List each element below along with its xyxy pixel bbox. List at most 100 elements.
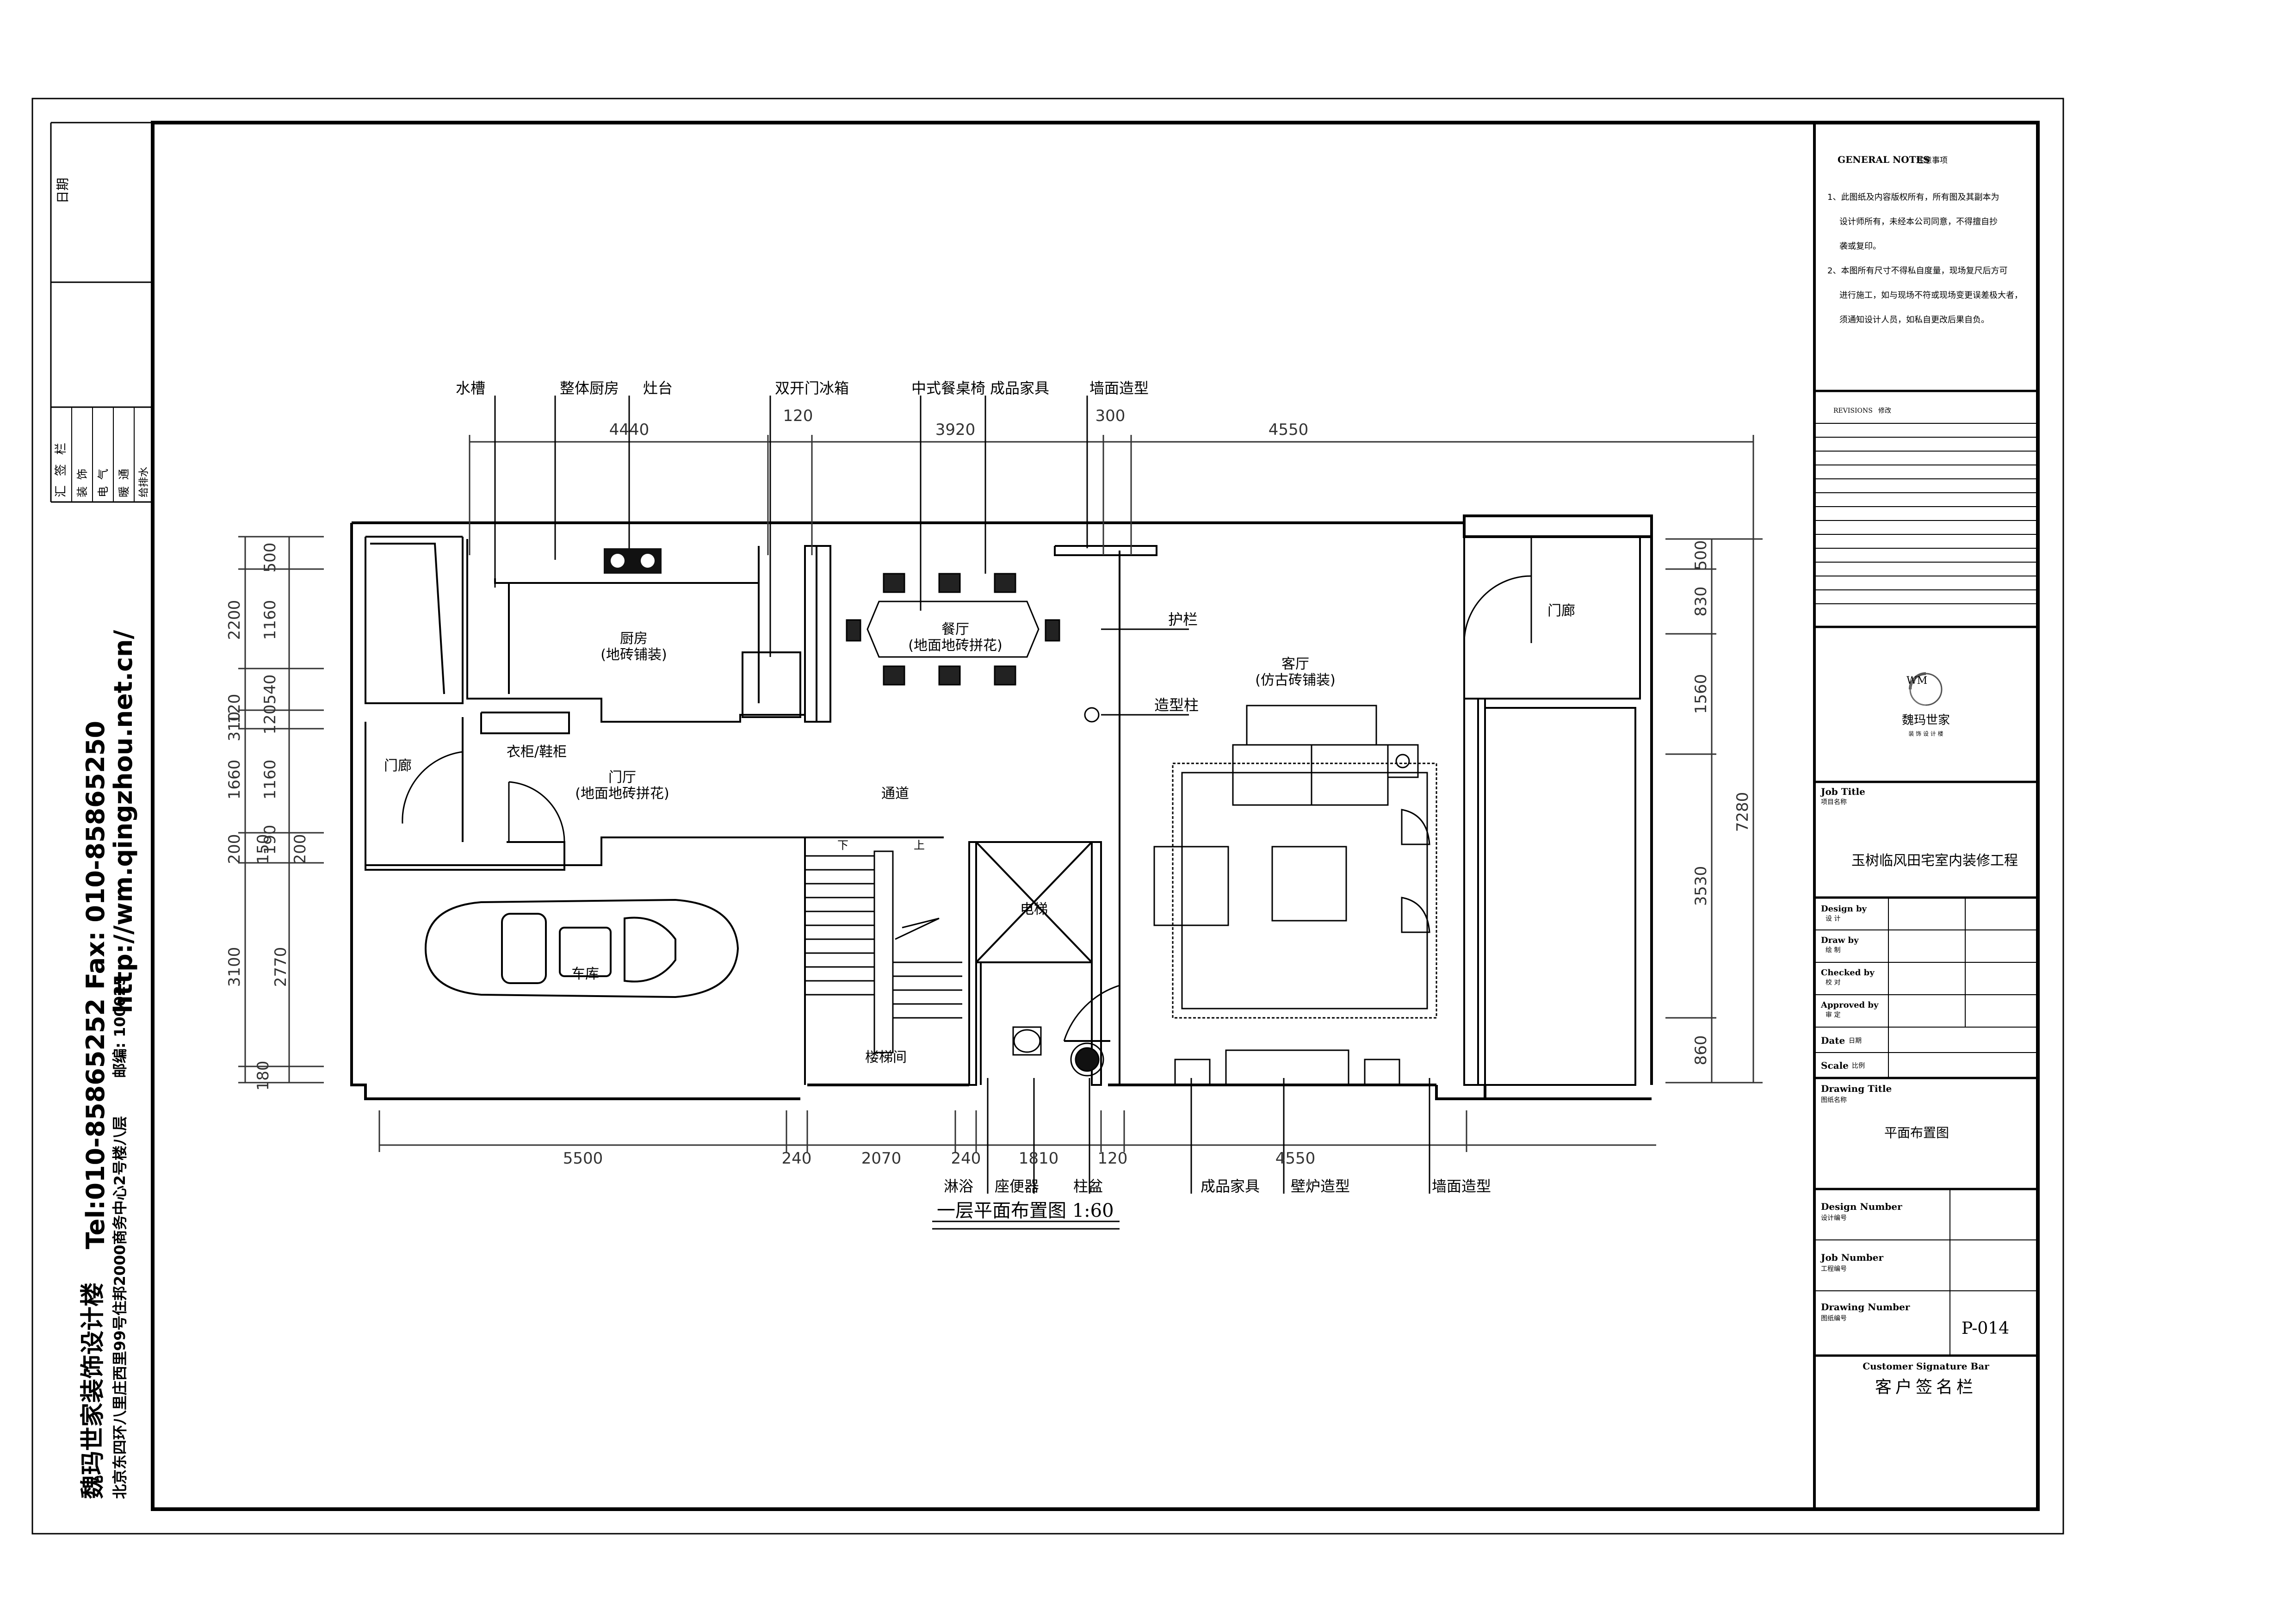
room-kitchen-floor: (地砖铺装) xyxy=(600,647,667,663)
job-title-label-cn: 项目名称 xyxy=(1821,799,1847,806)
dim-left-inner-6: 190 xyxy=(261,825,279,855)
callout-sink: 水槽 xyxy=(456,379,485,397)
room-kitchen: 厨房 xyxy=(620,631,648,647)
room-corridor-right: 门廊 xyxy=(1547,603,1575,619)
note-line-3: 袭或复印。 xyxy=(1839,242,1881,251)
drawing-title-label: Drawing Title xyxy=(1821,1083,1892,1094)
bathroom-fixtures xyxy=(1012,1026,1104,1077)
discipline-electric: 电气 xyxy=(97,462,110,497)
stair-down-label: 下 xyxy=(837,839,848,852)
room-elevator: 电梯 xyxy=(1020,901,1048,917)
dim-left-outer-3: 310 xyxy=(225,712,244,742)
logo-mark: WM xyxy=(1906,675,1927,687)
approved-by-label: Approved by xyxy=(1820,1000,1879,1010)
callout-furniture-bottom: 成品家具 xyxy=(1201,1177,1260,1195)
dim-left-outer-8: 180 xyxy=(254,1061,272,1091)
job-number-label-cn: 工程编号 xyxy=(1821,1265,1847,1273)
dim-left-outer-6: 150 xyxy=(254,834,272,864)
drawing-number-value: P-014 xyxy=(1962,1319,2009,1338)
dim-bottom-1: 5500 xyxy=(563,1149,603,1168)
drawing-title-label-cn: 图纸名称 xyxy=(1821,1096,1847,1104)
dim-left-inner-5: 1160 xyxy=(261,760,279,800)
callout-kitchen-unit: 整体厨房 xyxy=(560,379,619,397)
callout-leaders xyxy=(494,396,1430,1230)
dim-left-inner-3: 540 xyxy=(261,675,279,705)
discipline-decor: 装饰 xyxy=(76,462,89,497)
draw-by-label-cn: 绘 制 xyxy=(1826,947,1840,954)
callout-railing: 护栏 xyxy=(1168,611,1198,628)
note-line-2: 设计师所有，未经本公司同意，不得擅自抄 xyxy=(1839,217,1998,227)
plan-title: 一层平面布置图 1:60 xyxy=(937,1200,1114,1221)
stair-up-label: 上 xyxy=(914,839,925,852)
dim-right-inner-3: 1560 xyxy=(1692,674,1710,714)
dim-left-inner-4: 120 xyxy=(261,705,279,735)
dining-table xyxy=(846,573,1060,686)
revisions-label: REVISIONS xyxy=(1833,407,1873,415)
stove xyxy=(604,548,662,574)
room-passage: 通道 xyxy=(881,786,909,802)
callout-toilet: 座便器 xyxy=(995,1177,1039,1195)
signature-label: Customer Signature Bar xyxy=(1863,1361,1989,1372)
job-title-label: Job Title xyxy=(1820,786,1865,797)
sign-label: 汇签栏 xyxy=(54,434,68,497)
callout-wall-feature-bottom: 墙面造型 xyxy=(1432,1177,1491,1195)
dim-top-2: 120 xyxy=(783,407,813,425)
dim-left-inner-2: 1160 xyxy=(261,600,279,640)
dim-bottom-3: 2070 xyxy=(861,1149,902,1168)
drawing-number-label-cn: 图纸编号 xyxy=(1821,1315,1847,1322)
drawing-frame xyxy=(151,121,2040,1511)
staircase xyxy=(805,850,962,1053)
draw-by-label: Draw by xyxy=(1821,935,1859,945)
dim-right-inner-4: 3530 xyxy=(1692,866,1710,906)
dim-right-inner-2: 830 xyxy=(1692,587,1710,617)
room-foyer: 门厅 xyxy=(608,769,636,786)
dim-left-inner-8: 2770 xyxy=(272,947,290,987)
callout-labels: 水槽 整体厨房 灶台 双开门冰箱 中式餐桌椅 成品家具 墙面造型 护栏 造型柱 … xyxy=(456,379,1491,1221)
left-sidebar: 日期 汇签栏 装饰 电气 暖通 给排水 魏玛世家装饰设计楼 北京东四环八里庄西里… xyxy=(50,122,153,1499)
date-row-label: Date xyxy=(1821,1035,1845,1046)
dim-right-outer-1: 7280 xyxy=(1733,792,1752,832)
dim-left-outer-4: 1660 xyxy=(225,760,244,800)
scale-row-label-cn: 比例 xyxy=(1852,1062,1865,1070)
signature-label-cn: 客户签名栏 xyxy=(1875,1378,1977,1397)
design-number-label: Design Number xyxy=(1821,1201,1902,1212)
dim-bottom-2: 240 xyxy=(782,1149,812,1168)
discipline-plumbing: 给排水 xyxy=(138,467,150,497)
callout-stove: 灶台 xyxy=(643,379,673,397)
outer-border xyxy=(31,98,2064,1535)
dim-right-inner-5: 860 xyxy=(1692,1035,1710,1065)
notes-title-cn: 注意事项 xyxy=(1916,156,1948,165)
dim-left-outer-2: 120 xyxy=(225,694,244,724)
design-by-label-cn: 设 计 xyxy=(1826,915,1840,923)
notes-title: GENERAL NOTES xyxy=(1838,154,1930,165)
doors xyxy=(402,537,1532,1041)
dim-left-inner-7: 200 xyxy=(291,834,309,864)
dim-bottom-7: 4550 xyxy=(1275,1149,1316,1168)
dim-bottom-4: 240 xyxy=(951,1149,981,1168)
note-line-4: 2、本图所有尺寸不得私自度量，现场复尺后方可 xyxy=(1827,266,2007,276)
drawing-number-label: Drawing Number xyxy=(1821,1301,1910,1313)
callout-feature-column: 造型柱 xyxy=(1154,696,1199,714)
room-living-floor: (仿古砖铺装) xyxy=(1255,672,1335,688)
company-logo: WM xyxy=(1906,672,1943,706)
callout-furniture-top: 成品家具 xyxy=(990,379,1049,397)
design-by-label: Design by xyxy=(1821,904,1867,914)
callout-wall-feature-top: 墙面造型 xyxy=(1089,379,1149,397)
revisions-label-cn: 修改 xyxy=(1878,407,1891,415)
checked-by-label-cn: 校 对 xyxy=(1826,979,1840,986)
dim-bottom-5: 1810 xyxy=(1019,1149,1059,1168)
logo-subtitle: 装 饰 设 计 楼 xyxy=(1908,730,1943,737)
callout-fireplace: 壁炉造型 xyxy=(1291,1177,1350,1195)
design-number-label-cn: 设计编号 xyxy=(1821,1214,1847,1222)
dimension-values: 4440 120 3920 300 4550 5500 240 2070 240… xyxy=(225,407,1752,1168)
company-name: 魏玛世家装饰设计楼 xyxy=(79,1282,107,1499)
car xyxy=(424,898,739,998)
room-garage: 车库 xyxy=(571,966,599,982)
date-row-label-cn: 日期 xyxy=(1849,1037,1862,1045)
room-corridor-left: 门廊 xyxy=(384,758,412,774)
dim-top-1: 4440 xyxy=(609,421,650,439)
room-dining-floor: (地面地砖拼花) xyxy=(908,638,1002,654)
job-number-label: Job Number xyxy=(1820,1252,1883,1263)
callout-basin: 柱盆 xyxy=(1073,1177,1103,1195)
